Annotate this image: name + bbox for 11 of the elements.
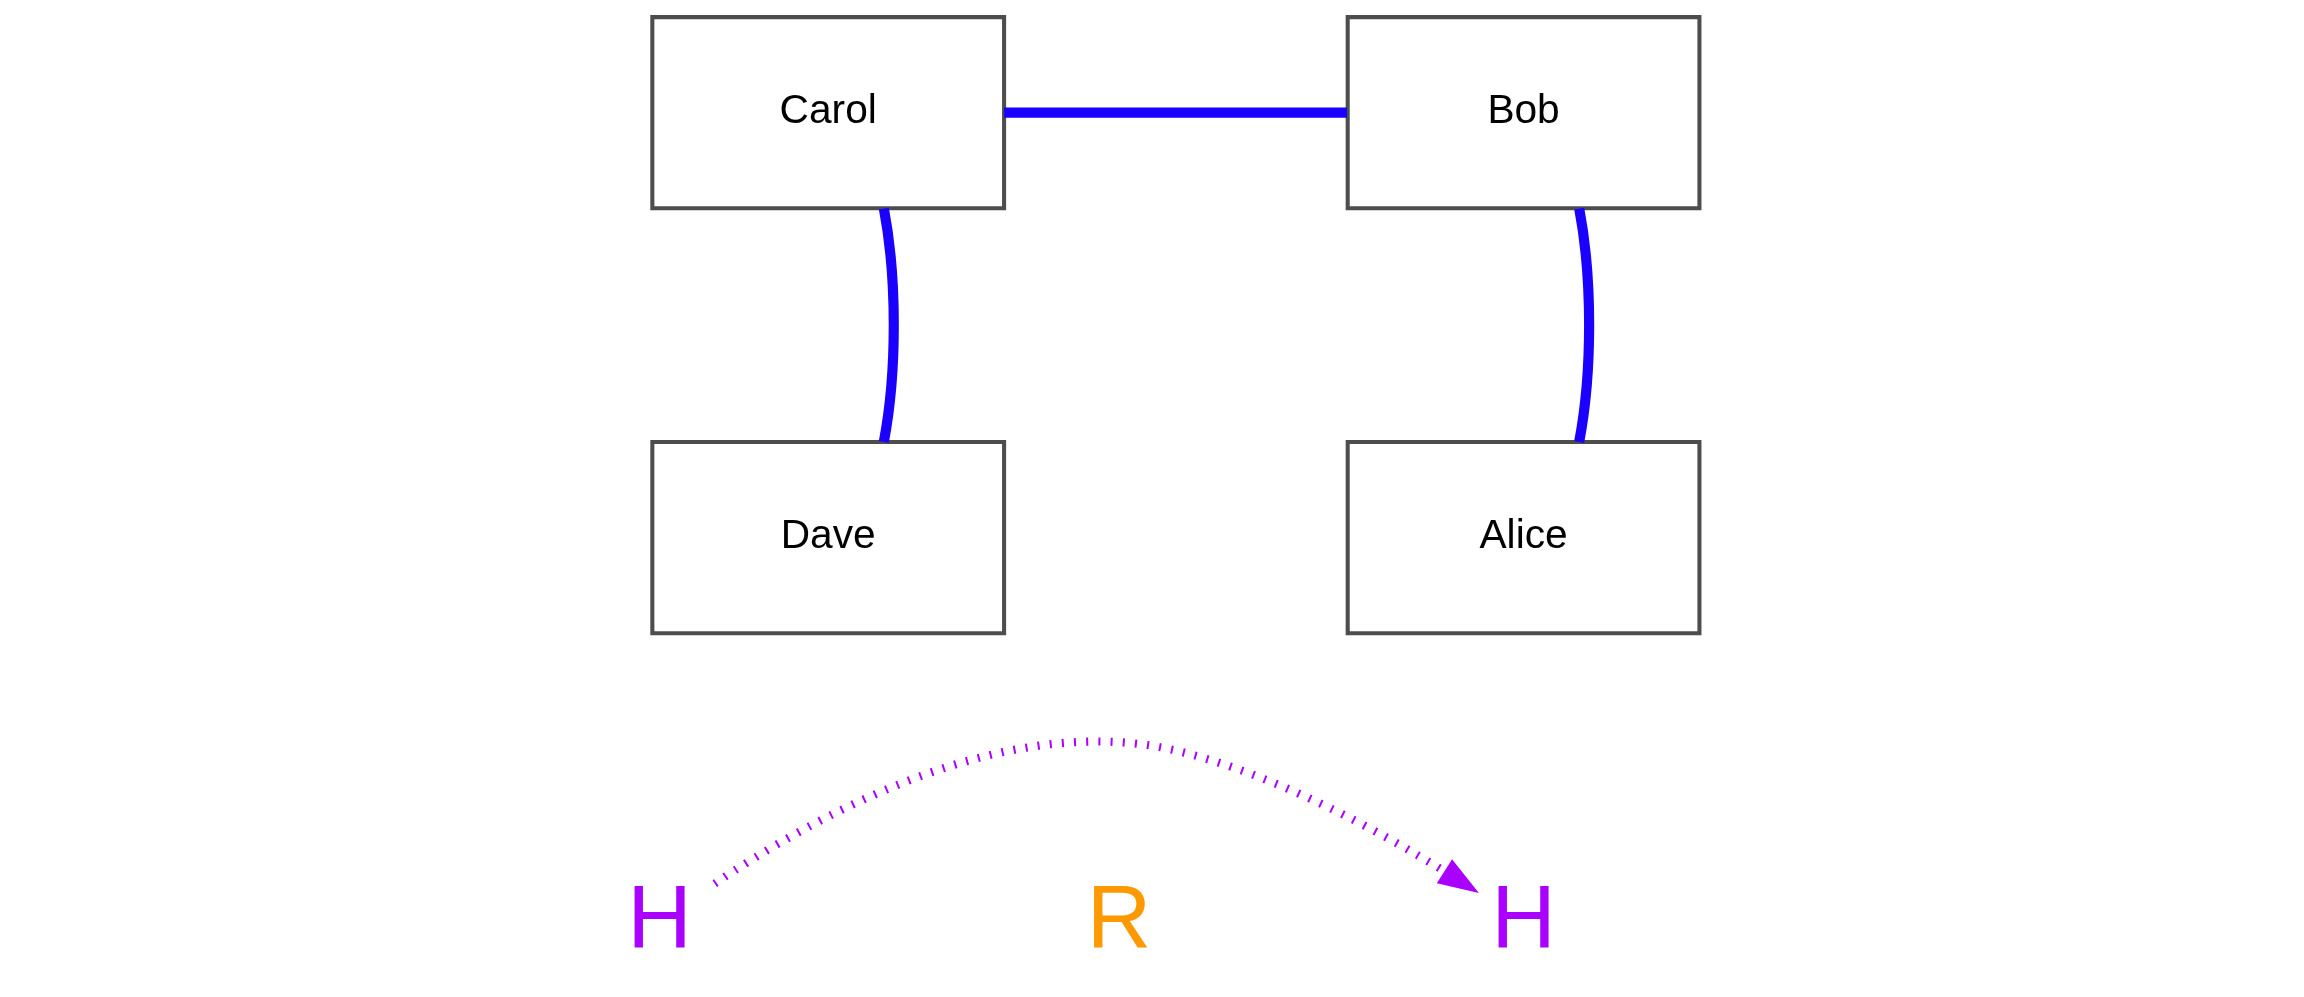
- node-box: Carol: [650, 14, 1007, 210]
- node-box: Bob: [1345, 14, 1702, 210]
- node-box: Alice: [1345, 439, 1702, 635]
- node-text: H: [627, 865, 692, 966]
- connector: [878, 207, 899, 443]
- node-box: Dave: [650, 439, 1007, 635]
- label: R: [1086, 865, 1152, 966]
- connector: [1574, 207, 1595, 443]
- connector: [1004, 107, 1347, 118]
- node-text: H: [1491, 865, 1556, 966]
- arrow: [712, 737, 1479, 893]
